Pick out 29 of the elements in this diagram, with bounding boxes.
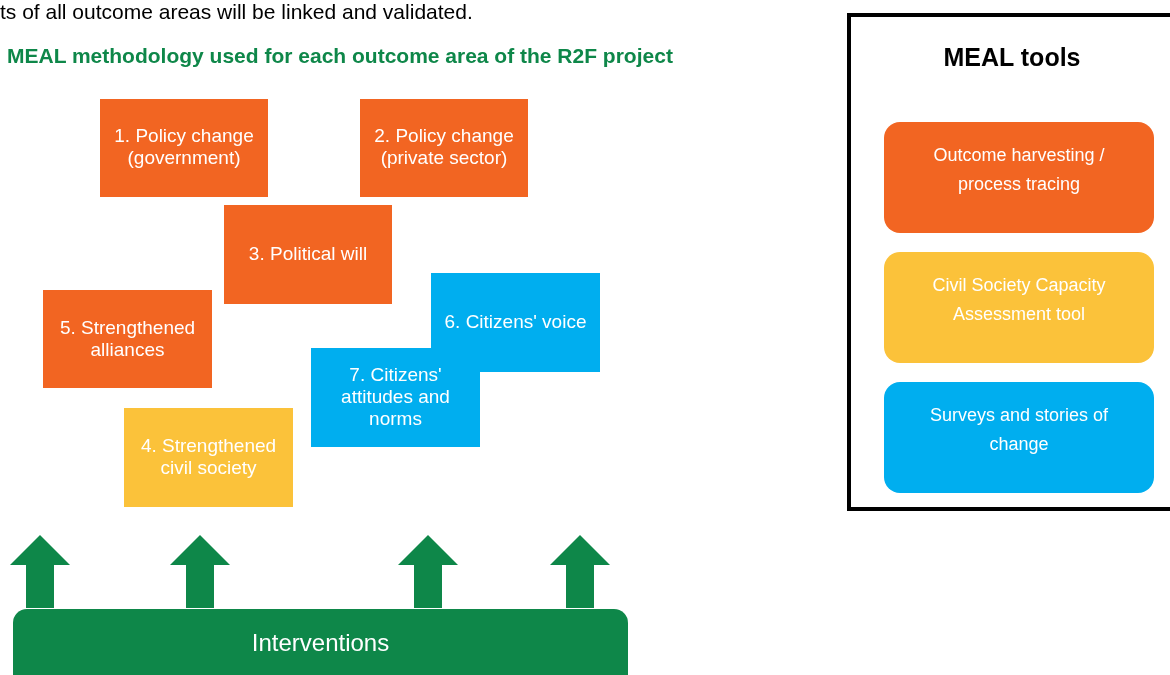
box-label: 2. Policy change (private sector) [373, 125, 515, 169]
tool-box [884, 382, 1154, 493]
block-arrow [550, 535, 610, 608]
outcome-box [43, 290, 212, 388]
outcome-box [360, 99, 528, 197]
panel-title: MEAL tools [943, 43, 1081, 71]
block-arrow [398, 535, 458, 608]
title: MEAL methodology used for each outcome area of the R2F project [7, 44, 673, 68]
tool-box [884, 252, 1154, 363]
box-label: Surveys and stories of change [928, 404, 1110, 456]
box-label: Interventions [251, 629, 390, 657]
tool-box [884, 122, 1154, 233]
interventions-bar [13, 609, 628, 675]
box-label: Civil Society Capacity Assessment tool [931, 274, 1107, 326]
box-label: 3. Political will [247, 243, 369, 265]
tools-panel [847, 13, 1170, 511]
box-label: Outcome harvesting / process tracing [932, 144, 1106, 196]
outcome-box [100, 99, 268, 197]
note-text: ts of all outcome areas will be linked and validated. [0, 0, 473, 24]
block-arrow [10, 535, 70, 608]
outcome-box [224, 205, 392, 304]
box-label: 7. Citizens' attitudes and norms [340, 364, 451, 430]
box-label: 5. Strengthened alliances [58, 317, 197, 361]
box-label: 4. Strengthened civil society [139, 435, 278, 479]
outcome-box [124, 408, 293, 507]
box-label: 1. Policy change (government) [113, 125, 255, 169]
outcome-box [311, 348, 480, 447]
box-label: 6. Citizens' voice [443, 311, 588, 333]
block-arrow [170, 535, 230, 608]
